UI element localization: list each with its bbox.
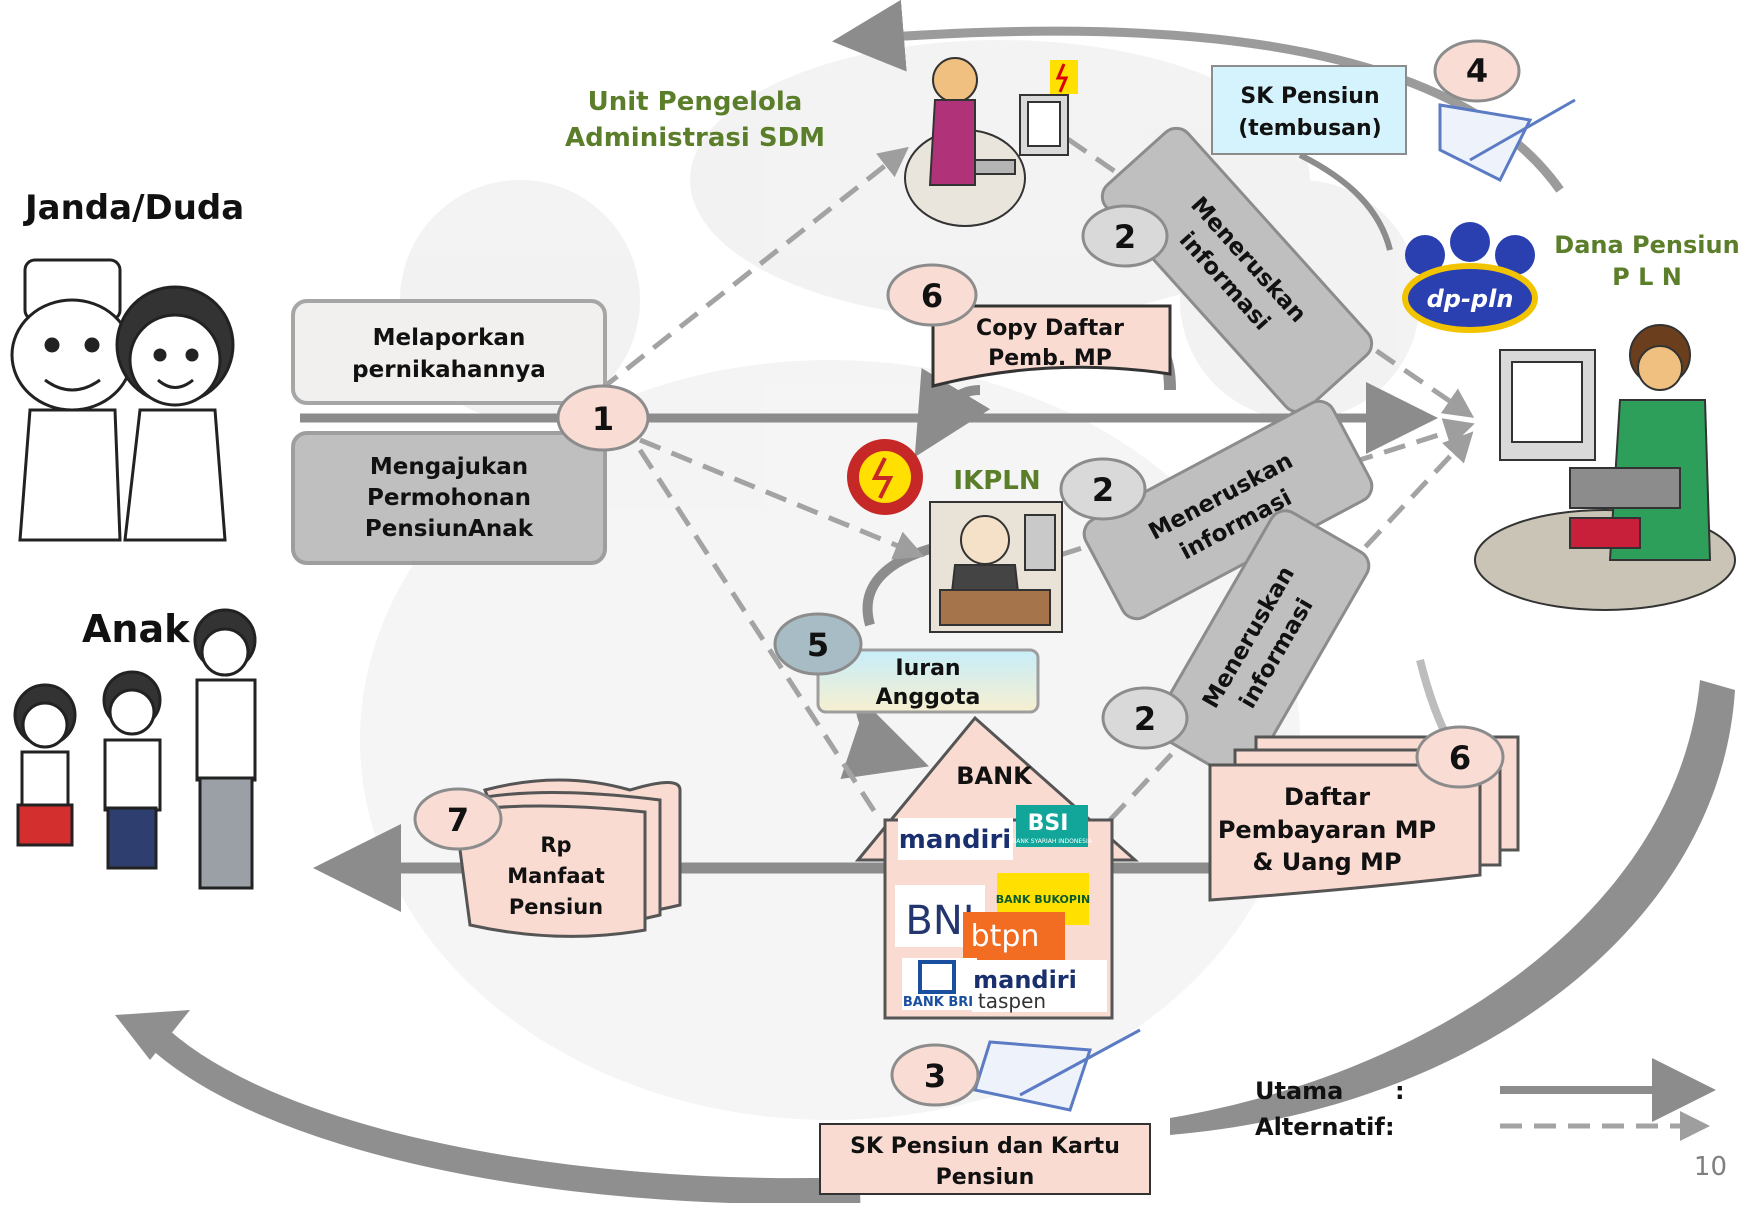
- text-melaporkan-2: pernikahannya: [352, 357, 546, 383]
- box-meneruskan-1: Meneruskan informasi: [1100, 126, 1374, 414]
- legend: Utama : Alternatif :: [1255, 1058, 1716, 1141]
- box-iuran: [816, 648, 1040, 714]
- logo-mandiri: mandiri: [899, 825, 1011, 855]
- ikpln-officer-illustration: [929, 501, 1063, 633]
- svg-text:7: 7: [447, 801, 469, 839]
- svg-text:4: 4: [1466, 52, 1488, 90]
- logo-mandiri-taspen-bg: [972, 960, 1107, 1012]
- page-number: 10: [1694, 1152, 1727, 1182]
- text-daftar-2: Pembayaran MP: [1218, 816, 1436, 844]
- ikpln-logo: [847, 439, 923, 515]
- svg-text:dp-pln: dp-pln: [1427, 285, 1514, 313]
- svg-text:6: 6: [921, 277, 943, 315]
- svg-text:2: 2: [1092, 471, 1114, 509]
- step-2b-bubble: 2: [1059, 457, 1147, 521]
- box-mengajukan: [291, 431, 607, 565]
- legend-alternatif-colon: :: [1385, 1113, 1395, 1141]
- step-2a-bubble: 2: [1081, 204, 1169, 268]
- text-copy-daftar-2: Pemb. MP: [988, 346, 1112, 371]
- logo-bukopin: BANK BUKOPIN: [996, 893, 1091, 906]
- bank-logos: mandiri BSI BANK SYARIAH INDONESIA BNI B…: [895, 805, 1107, 1013]
- box-meneruskan-3: Meneruskan informasi: [1153, 509, 1371, 781]
- logo-mandiri-taspen-1: mandiri: [973, 966, 1077, 994]
- logo-btpn: btpn: [971, 919, 1040, 954]
- pln-logo-small: [1050, 60, 1078, 94]
- text-sk-kartu-2: Pensiun: [936, 1165, 1035, 1190]
- text-daftar-1: Daftar: [1284, 783, 1370, 811]
- svg-text:1: 1: [592, 400, 614, 438]
- document-pen-icon-2: [973, 1028, 1141, 1112]
- text-melaporkan-1: Melaporkan: [373, 325, 526, 351]
- logo-bri-mark: [918, 960, 956, 994]
- logo-bsi-bg: [1016, 805, 1088, 847]
- label-unit-sdm-2: Administrasi SDM: [565, 123, 825, 153]
- logo-mandiri-taspen-2: taspen: [978, 989, 1046, 1013]
- label-janda-duda: Janda/Duda: [23, 188, 244, 228]
- hr-officer-illustration: [904, 57, 1069, 227]
- logo-bsi: BSI: [1028, 811, 1069, 836]
- children-illustration: [13, 608, 257, 890]
- label-anak: Anak: [82, 607, 190, 651]
- box-sk-tembusan: [1211, 65, 1407, 155]
- text-copy-daftar-1: Copy Daftar: [976, 316, 1124, 341]
- step-5-bubble: 5: [773, 612, 863, 676]
- text-sk-tembusan-1: SK Pensiun: [1240, 84, 1379, 109]
- text-mengajukan-3: PensiunAnak: [365, 516, 534, 542]
- document-pen-icon: [1438, 98, 1576, 183]
- text-manfaat-1: Rp: [540, 833, 571, 857]
- step-4-bubble: 4: [1433, 39, 1521, 103]
- box-melaporkan: [291, 299, 607, 405]
- text-iuran-2: Anggota: [876, 685, 981, 710]
- legend-utama-colon: :: [1395, 1077, 1405, 1105]
- step-1-bubble: 1: [556, 384, 650, 452]
- step-3-bubble: 3: [890, 1043, 980, 1107]
- dp-pln-logo: dp-pln: [1402, 222, 1538, 333]
- svg-text:6: 6: [1449, 739, 1471, 777]
- box-manfaat-pensiun: [453, 778, 682, 938]
- logo-btpn-bg: [963, 912, 1065, 960]
- label-dana-pensiun-1: Dana Pensiun: [1554, 231, 1739, 259]
- step-2c-bubble: 2: [1101, 686, 1189, 750]
- couple-illustration: [10, 258, 235, 542]
- pension-officer-illustration: [1474, 324, 1736, 611]
- step-6b-bubble: 6: [1415, 725, 1505, 789]
- svg-text:5: 5: [807, 626, 829, 664]
- logo-bsi-sub: BANK SYARIAH INDONESIA: [1012, 838, 1093, 845]
- logo-bri: BANK BRI: [903, 995, 973, 1010]
- text-daftar-3: & Uang MP: [1252, 848, 1401, 876]
- text-manfaat-3: Pensiun: [509, 895, 603, 919]
- label-unit-sdm-1: Unit Pengelola: [588, 87, 803, 117]
- text-iuran-1: Iuran: [895, 656, 960, 681]
- text-sk-tembusan-2: (tembusan): [1238, 116, 1381, 141]
- legend-utama: Utama: [1255, 1077, 1343, 1105]
- text-mengajukan-2: Permohonan: [367, 485, 531, 511]
- step-7-bubble: 7: [413, 787, 503, 851]
- text-sk-kartu-1: SK Pensiun dan Kartu: [850, 1134, 1120, 1159]
- step-6a-bubble: 6: [886, 263, 978, 327]
- svg-text:2: 2: [1134, 700, 1156, 738]
- box-copy-daftar: [931, 304, 1172, 388]
- label-ikpln: IKPLN: [953, 466, 1040, 496]
- label-bank: BANK: [956, 762, 1033, 790]
- label-dana-pensiun-2: P L N: [1612, 263, 1682, 291]
- box-sk-kartu: [819, 1123, 1151, 1195]
- text-manfaat-2: Manfaat: [507, 864, 605, 888]
- logo-mandiri-bg: [898, 818, 1013, 860]
- svg-text:3: 3: [924, 1057, 946, 1095]
- svg-text:2: 2: [1114, 218, 1136, 256]
- text-mengajukan-1: Mengajukan: [370, 454, 528, 480]
- legend-alternatif: Alternatif: [1255, 1113, 1385, 1141]
